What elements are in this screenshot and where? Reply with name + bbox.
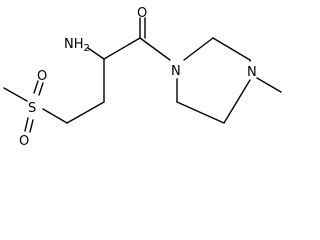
bond-alpha-amine	[87, 47, 105, 60]
carbonyl-oxygen-label: O	[137, 6, 147, 21]
bond-sulfur-oxygen-lower-2	[29, 119, 34, 133]
bond-sulfur-oxygen-lower-1	[24, 117, 29, 132]
bond-ring-n4-c5	[223, 79, 251, 124]
bond-ring-c5-c6	[176, 101, 225, 124]
amine-label-base: NH	[64, 37, 84, 52]
bond-sulfur-oxygen-upper-2	[38, 82, 44, 96]
sulfonyl-oxygen-lower-label: O	[19, 134, 29, 149]
amine-label: NH2	[64, 37, 90, 54]
bond-carbonyl-nitrogen	[139, 37, 171, 61]
bond-nitrogen-methyl	[256, 77, 282, 93]
sulfur-label: S	[28, 101, 36, 116]
amide-nitrogen-label: N	[171, 64, 181, 79]
atom-layer: NH2 O N N S O O	[19, 6, 257, 149]
amine-label-subscript: 2	[84, 43, 90, 54]
bond-sulfur-oxygen-upper-1	[33, 80, 39, 94]
bond-ring-c2-c3	[212, 37, 251, 61]
bond-sulfur-methyl	[3, 87, 28, 102]
bond-ring-n1-c2	[183, 37, 214, 61]
sulfonyl-oxygen-upper-label: O	[37, 69, 47, 84]
methyl-nitrogen-label: N	[247, 65, 257, 80]
bond-alpha-carbonyl	[103, 37, 141, 60]
bond-gamma-sulfur	[42, 108, 68, 124]
bond-beta-gamma	[66, 101, 105, 124]
bond-layer	[3, 17, 282, 133]
chemical-structure: NH2 O N N S O O	[3, 6, 282, 149]
